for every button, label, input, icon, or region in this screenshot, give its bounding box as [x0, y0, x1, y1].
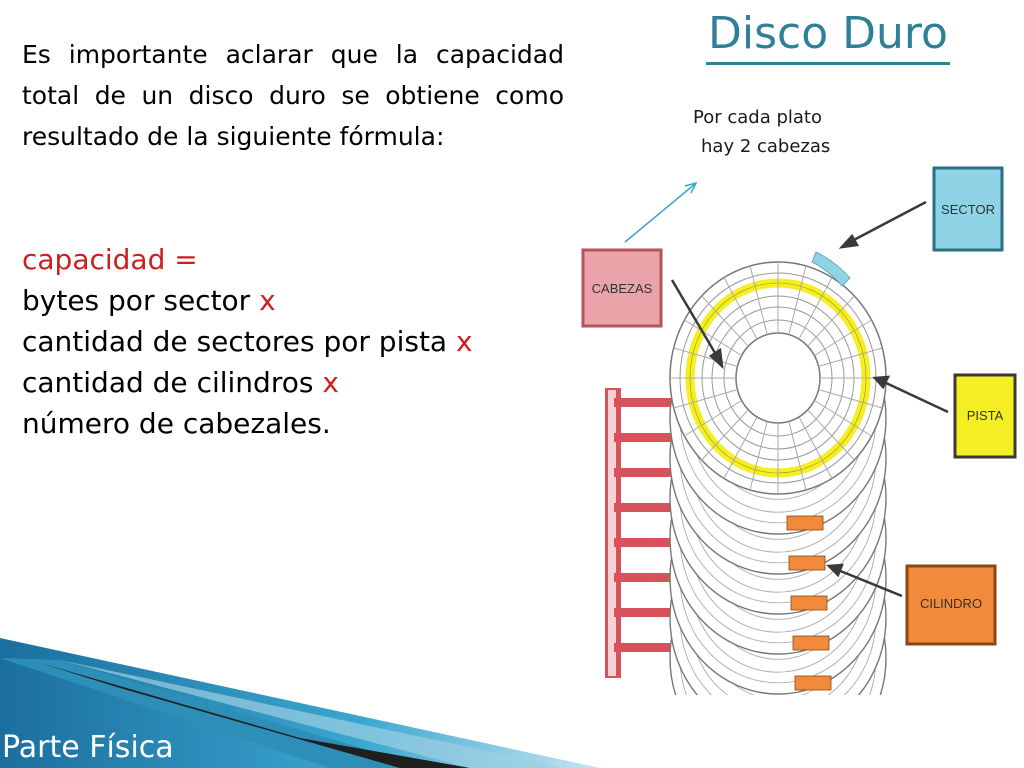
formula-op-multiply: x [259, 284, 276, 317]
label-track: PISTA [967, 408, 1004, 423]
formula-line-heads: número de cabezales. [22, 403, 582, 444]
formula-end-period: . [321, 407, 331, 440]
label-heads: CABEZAS [592, 281, 653, 296]
slide-title: Disco Duro [706, 8, 950, 65]
intro-paragraph: Es importante aclarar que la capacidad t… [22, 40, 564, 151]
cylinder-segment [786, 515, 824, 531]
label-box-heads: CABEZAS [581, 248, 663, 328]
head-arm [614, 643, 703, 652]
label-box-sector: SECTOR [932, 166, 1004, 252]
cylinder-segment [788, 555, 826, 571]
cylinder-highlight [786, 515, 832, 691]
formula-term-cylinders: cantidad de cilindros [22, 366, 323, 399]
label-box-track: PISTA [953, 373, 1017, 459]
cylinder-segment [790, 595, 828, 611]
head-arm [614, 538, 712, 547]
label-sector: SECTOR [941, 202, 995, 217]
arrow-to-heads-icon [670, 279, 724, 370]
head-arm [614, 608, 706, 617]
formula-op-multiply: x [322, 366, 339, 399]
footer-label: Parte Física [2, 730, 174, 765]
footer-decoration [0, 638, 600, 768]
capacity-formula: capacidad = bytes por sector x cantidad … [22, 239, 582, 444]
head-arm [614, 503, 715, 512]
head-arm [614, 433, 721, 442]
formula-line-capacity: capacidad = [22, 243, 198, 276]
cylinder-segment [794, 675, 832, 691]
formula-term-heads: número de cabezales [22, 407, 322, 440]
cylinder-segment [792, 635, 830, 651]
hard-disk-diagram: CABEZAS SECTOR PISTA CILINDRO [581, 166, 1017, 695]
formula-line-cylinders: cantidad de cilindros x [22, 362, 582, 403]
arrow-to-sector-icon [838, 200, 927, 249]
formula-term-bytes: bytes por sector [22, 284, 260, 317]
head-arm [614, 468, 718, 477]
heads-note: Por cada plato hay 2 cabezas [693, 103, 830, 161]
head-arm [614, 398, 724, 407]
formula-term-sectors: cantidad de sectores por pista [22, 325, 456, 358]
heads-note-line2: hay 2 cabezas [701, 136, 831, 157]
label-cylinder: CILINDRO [920, 596, 982, 611]
formula-op-multiply: x [456, 325, 473, 358]
head-arm [614, 573, 709, 582]
label-box-cylinder: CILINDRO [905, 564, 997, 646]
formula-line-sectors: cantidad de sectores por pista x [22, 321, 582, 362]
formula-line-bytes: bytes por sector x [22, 280, 582, 321]
arrow-to-track-icon [872, 375, 949, 414]
heads-note-line1: Por cada plato [693, 107, 822, 128]
arrow-to-cylinder-icon [826, 563, 903, 598]
top-platter [669, 251, 887, 495]
note-arrow-icon [624, 181, 698, 243]
sector-highlight [811, 251, 851, 287]
